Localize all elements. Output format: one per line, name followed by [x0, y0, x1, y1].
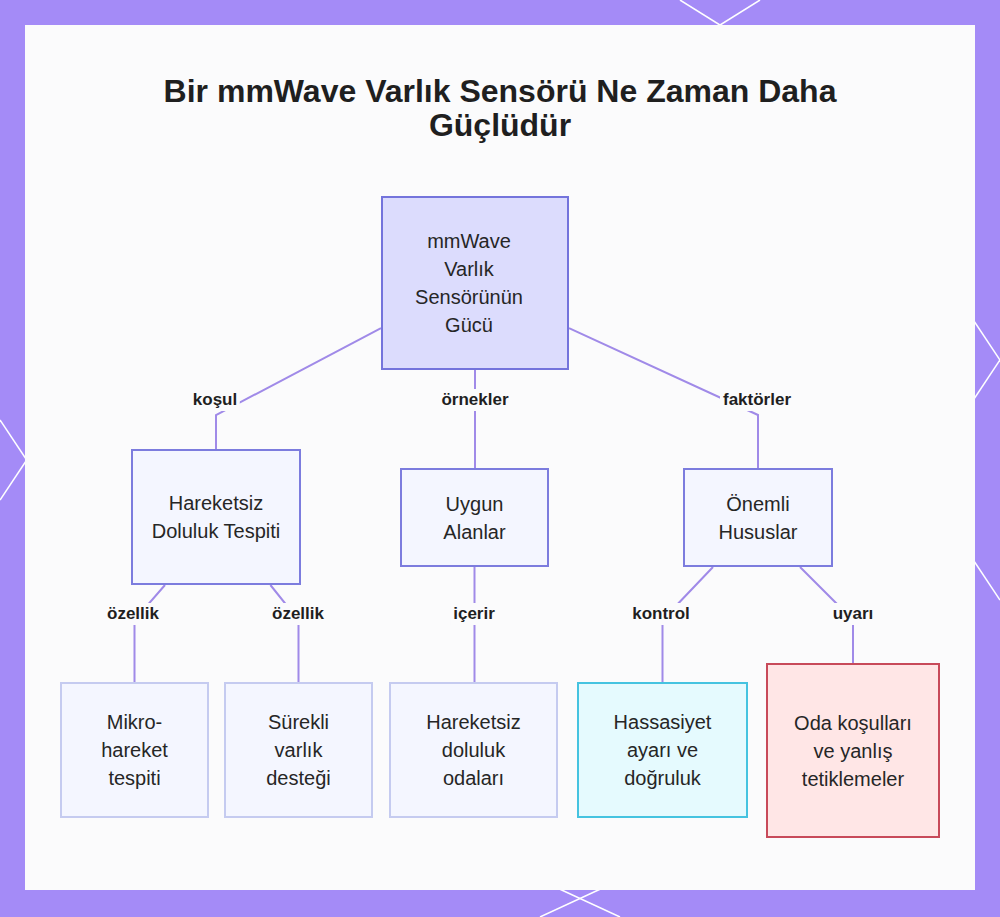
node-text-wrap: Uygun Alanlar [416, 490, 533, 546]
node-text-wrap: Sürekli varlık desteği [254, 708, 343, 792]
node-text-wrap: Mikro-hareket tespiti [86, 708, 183, 792]
category-box: Uygun Alanlar [400, 468, 549, 567]
warning-box: Oda koşulları ve yanlış tetiklemeler [766, 663, 940, 838]
node-text-wrap: Hassasiyet ayarı ve doğruluk [603, 708, 722, 792]
edge-label: içerir [450, 603, 498, 625]
connector-line [216, 328, 381, 449]
root-box: mmWave Varlık Sensörünün Gücü [381, 196, 569, 370]
edge-label: faktörler [720, 389, 794, 411]
diagram-title: Bir mmWave Varlık Sensörü Ne Zaman Daha … [150, 74, 850, 142]
node-text: Sürekli varlık desteği [254, 708, 343, 792]
edge-label: özellik [104, 603, 162, 625]
node-text: Uygun Alanlar [416, 490, 533, 546]
leaf-box: Hareketsiz doluluk odaları [389, 682, 558, 818]
node-text: Oda koşulları ve yanlış tetiklemeler [786, 709, 920, 793]
leaf-box: Mikro-hareket tespiti [60, 682, 209, 818]
category-box: Hareketsiz Doluluk Tespiti [131, 449, 301, 585]
control-box: Hassasiyet ayarı ve doğruluk [577, 682, 748, 818]
edge-label: koşul [190, 389, 240, 411]
node-text: mmWave Varlık Sensörünün Gücü [405, 227, 533, 339]
node-text-wrap: Oda koşulları ve yanlış tetiklemeler [786, 709, 920, 793]
node-text: Hareketsiz Doluluk Tespiti [147, 489, 285, 545]
node-text: Önemli Hususlar [699, 490, 817, 546]
connector-line [135, 585, 166, 682]
node-text-wrap: mmWave Varlık Sensörünün Gücü [405, 227, 533, 339]
connector-line [270, 585, 298, 682]
node-text: Mikro-hareket tespiti [86, 708, 183, 792]
leaf-box: Sürekli varlık desteği [224, 682, 373, 818]
node-text: Hassasiyet ayarı ve doğruluk [603, 708, 722, 792]
node-text-wrap: Hareketsiz doluluk odaları [419, 708, 528, 792]
connector-line [474, 370, 476, 468]
edge-label: uyarı [830, 603, 877, 625]
node-text-wrap: Hareketsiz Doluluk Tespiti [147, 489, 285, 545]
category-box: Önemli Hususlar [683, 468, 833, 567]
edge-label: örnekler [438, 389, 511, 411]
edge-label: kontrol [629, 603, 693, 625]
node-text-wrap: Önemli Hususlar [699, 490, 817, 546]
edge-label: özellik [269, 603, 327, 625]
node-text: Hareketsiz doluluk odaları [419, 708, 528, 792]
